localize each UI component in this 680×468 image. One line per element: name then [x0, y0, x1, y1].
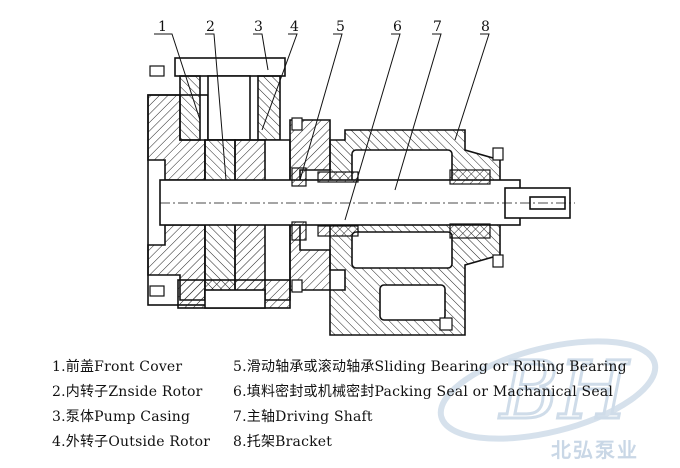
driving-shaft	[159, 179, 575, 226]
legend-item-front-cover: 1.前盖Front Cover	[52, 359, 183, 375]
legend-item-bracket: 8.托架Bracket	[233, 434, 333, 450]
legend-item-pump-casing: 3.泵体Pump Casing	[52, 409, 191, 425]
company-watermark: 北弘泵业	[551, 438, 639, 462]
leader-lines	[154, 33, 490, 221]
legend-item-outside-rotor: 4.外转子Outside Rotor	[52, 434, 211, 450]
pump-section-drawing	[147, 33, 575, 336]
callout-7: 7	[433, 19, 442, 35]
legend-item-driving-shaft: 7.主轴Driving Shaft	[233, 409, 373, 425]
callout-5: 5	[336, 19, 345, 35]
svg-text:BH: BH	[498, 344, 631, 437]
callout-8: 8	[481, 19, 490, 35]
callout-6: 6	[393, 19, 402, 35]
callout-1: 1	[158, 19, 167, 35]
callout-4: 4	[290, 19, 299, 35]
pump-casing	[174, 57, 291, 309]
callout-2: 2	[206, 19, 215, 35]
legend-item-seal: 6.填料密封或机械密封Packing Seal or Machanical Se…	[233, 384, 614, 400]
legend-item-bearing: 5.滑动轴承或滚动轴承Sliding Bearing or Rolling Be…	[233, 359, 627, 375]
bolts	[149, 65, 504, 331]
outside-rotor	[289, 119, 331, 291]
legend-item-inside-rotor: 2.内转子Znside Rotor	[52, 384, 203, 400]
callout-3: 3	[254, 19, 263, 35]
